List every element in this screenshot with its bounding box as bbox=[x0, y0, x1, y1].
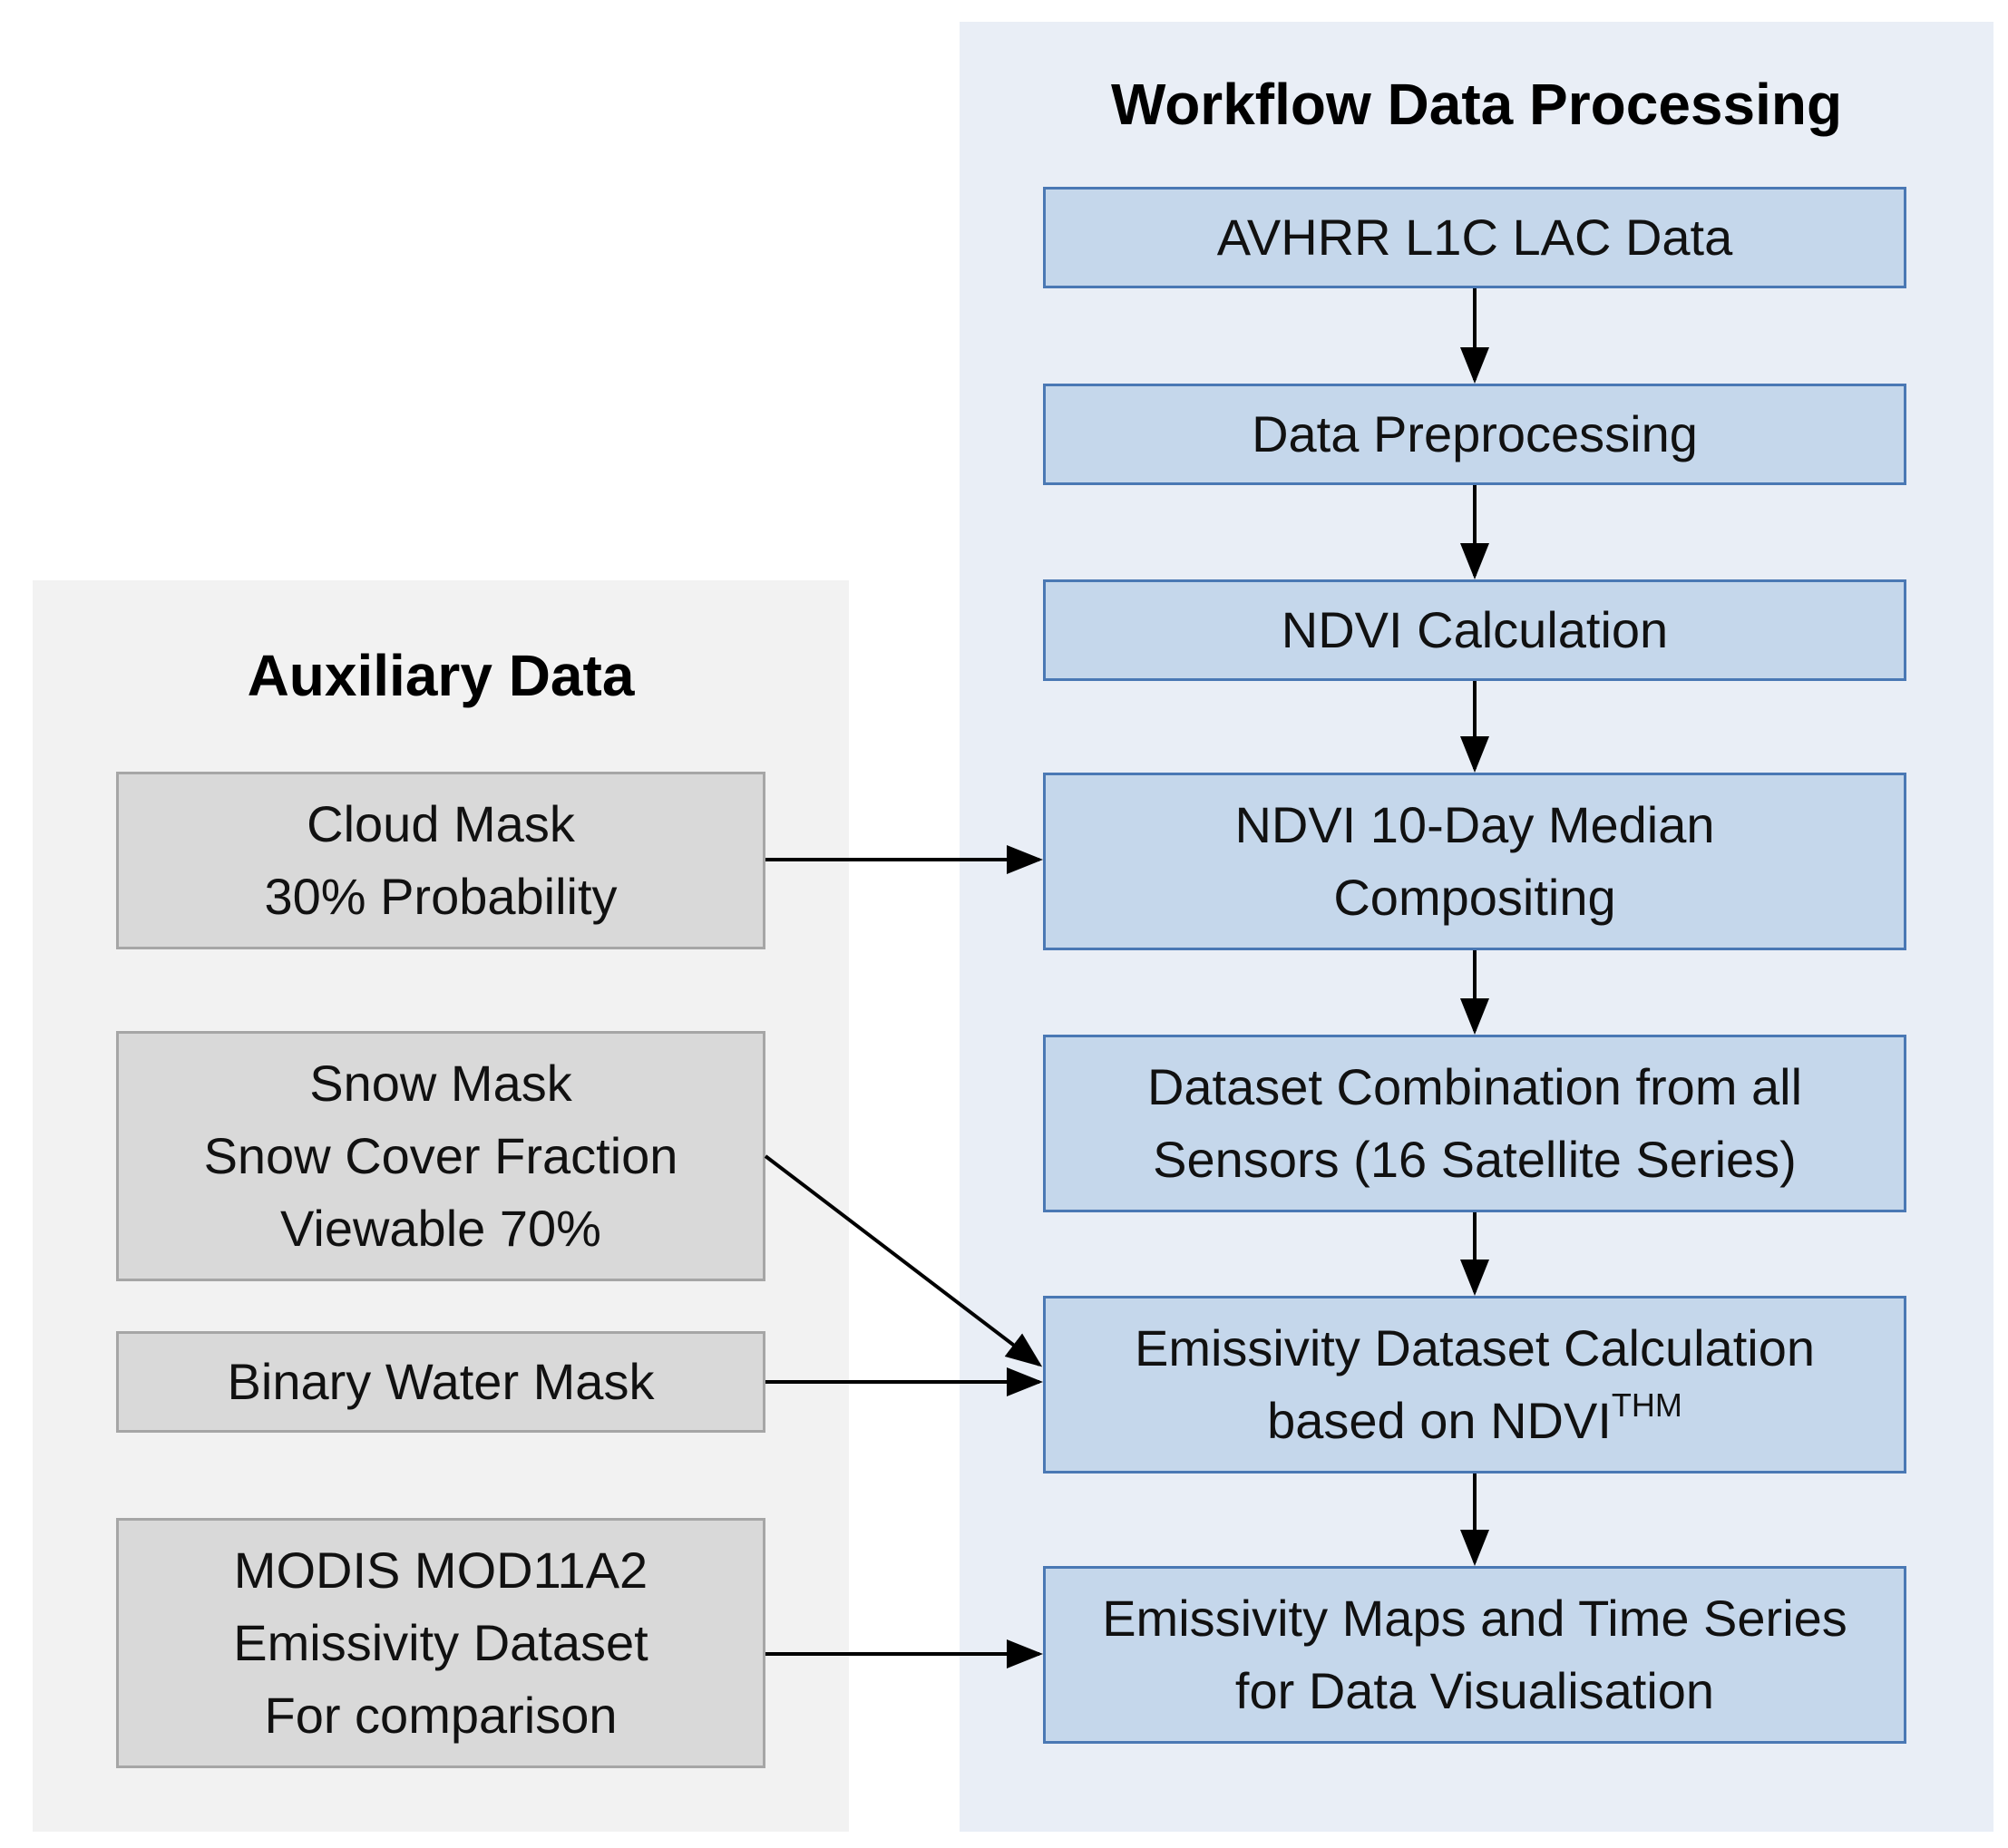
box-line: Emissivity Dataset Calculation bbox=[1134, 1319, 1816, 1376]
box-line: Viewable 70% bbox=[280, 1200, 601, 1257]
box-line: Snow Mask bbox=[309, 1055, 572, 1112]
box-line-text: based on NDVI bbox=[1267, 1392, 1612, 1449]
step-emissivity-maps: Emissivity Maps and Time Series for Data… bbox=[1043, 1566, 1906, 1744]
superscript-label: THM bbox=[1611, 1386, 1682, 1424]
box-line: Snow Cover Fraction bbox=[203, 1127, 678, 1184]
step-emissivity-calculation: Emissivity Dataset Calculation based on … bbox=[1043, 1296, 1906, 1474]
box-line: NDVI Calculation bbox=[1281, 601, 1669, 658]
box-line: Cloud Mask bbox=[307, 795, 575, 852]
box-line: Compositing bbox=[1333, 869, 1616, 926]
box-line: based on NDVITHM bbox=[1267, 1385, 1682, 1457]
box-line: Data Preprocessing bbox=[1252, 405, 1698, 462]
auxiliary-data-title: Auxiliary Data bbox=[247, 643, 635, 708]
box-line: Binary Water Mask bbox=[227, 1353, 655, 1410]
step-ndvi-calculation: NDVI Calculation bbox=[1043, 579, 1906, 681]
box-line: Sensors (16 Satellite Series) bbox=[1153, 1131, 1797, 1188]
box-line: Dataset Combination from all bbox=[1146, 1058, 1803, 1115]
modis-emissivity-box: MODIS MOD11A2 Emissivity Dataset For com… bbox=[116, 1518, 765, 1768]
box-line: AVHRR L1C LAC Data bbox=[1216, 209, 1733, 266]
binary-water-mask-box: Binary Water Mask bbox=[116, 1331, 765, 1433]
box-line: For comparison bbox=[264, 1687, 618, 1744]
box-line: MODIS MOD11A2 bbox=[233, 1542, 648, 1599]
box-line: for Data Visualisation bbox=[1234, 1662, 1715, 1719]
box-line: Emissivity Maps and Time Series bbox=[1102, 1590, 1847, 1647]
step-dataset-combination: Dataset Combination from all Sensors (16… bbox=[1043, 1035, 1906, 1212]
step-ndvi-compositing: NDVI 10-Day Median Compositing bbox=[1043, 773, 1906, 950]
box-line: Emissivity Dataset bbox=[233, 1614, 648, 1671]
box-line: NDVI 10-Day Median bbox=[1234, 796, 1715, 853]
step-avhrr-data: AVHRR L1C LAC Data bbox=[1043, 187, 1906, 288]
box-line: 30% Probability bbox=[264, 868, 618, 925]
step-data-preprocessing: Data Preprocessing bbox=[1043, 384, 1906, 485]
workflow-title: Workflow Data Processing bbox=[1110, 72, 1843, 137]
snow-mask-box: Snow Mask Snow Cover Fraction Viewable 7… bbox=[116, 1031, 765, 1281]
cloud-mask-box: Cloud Mask 30% Probability bbox=[116, 772, 765, 949]
